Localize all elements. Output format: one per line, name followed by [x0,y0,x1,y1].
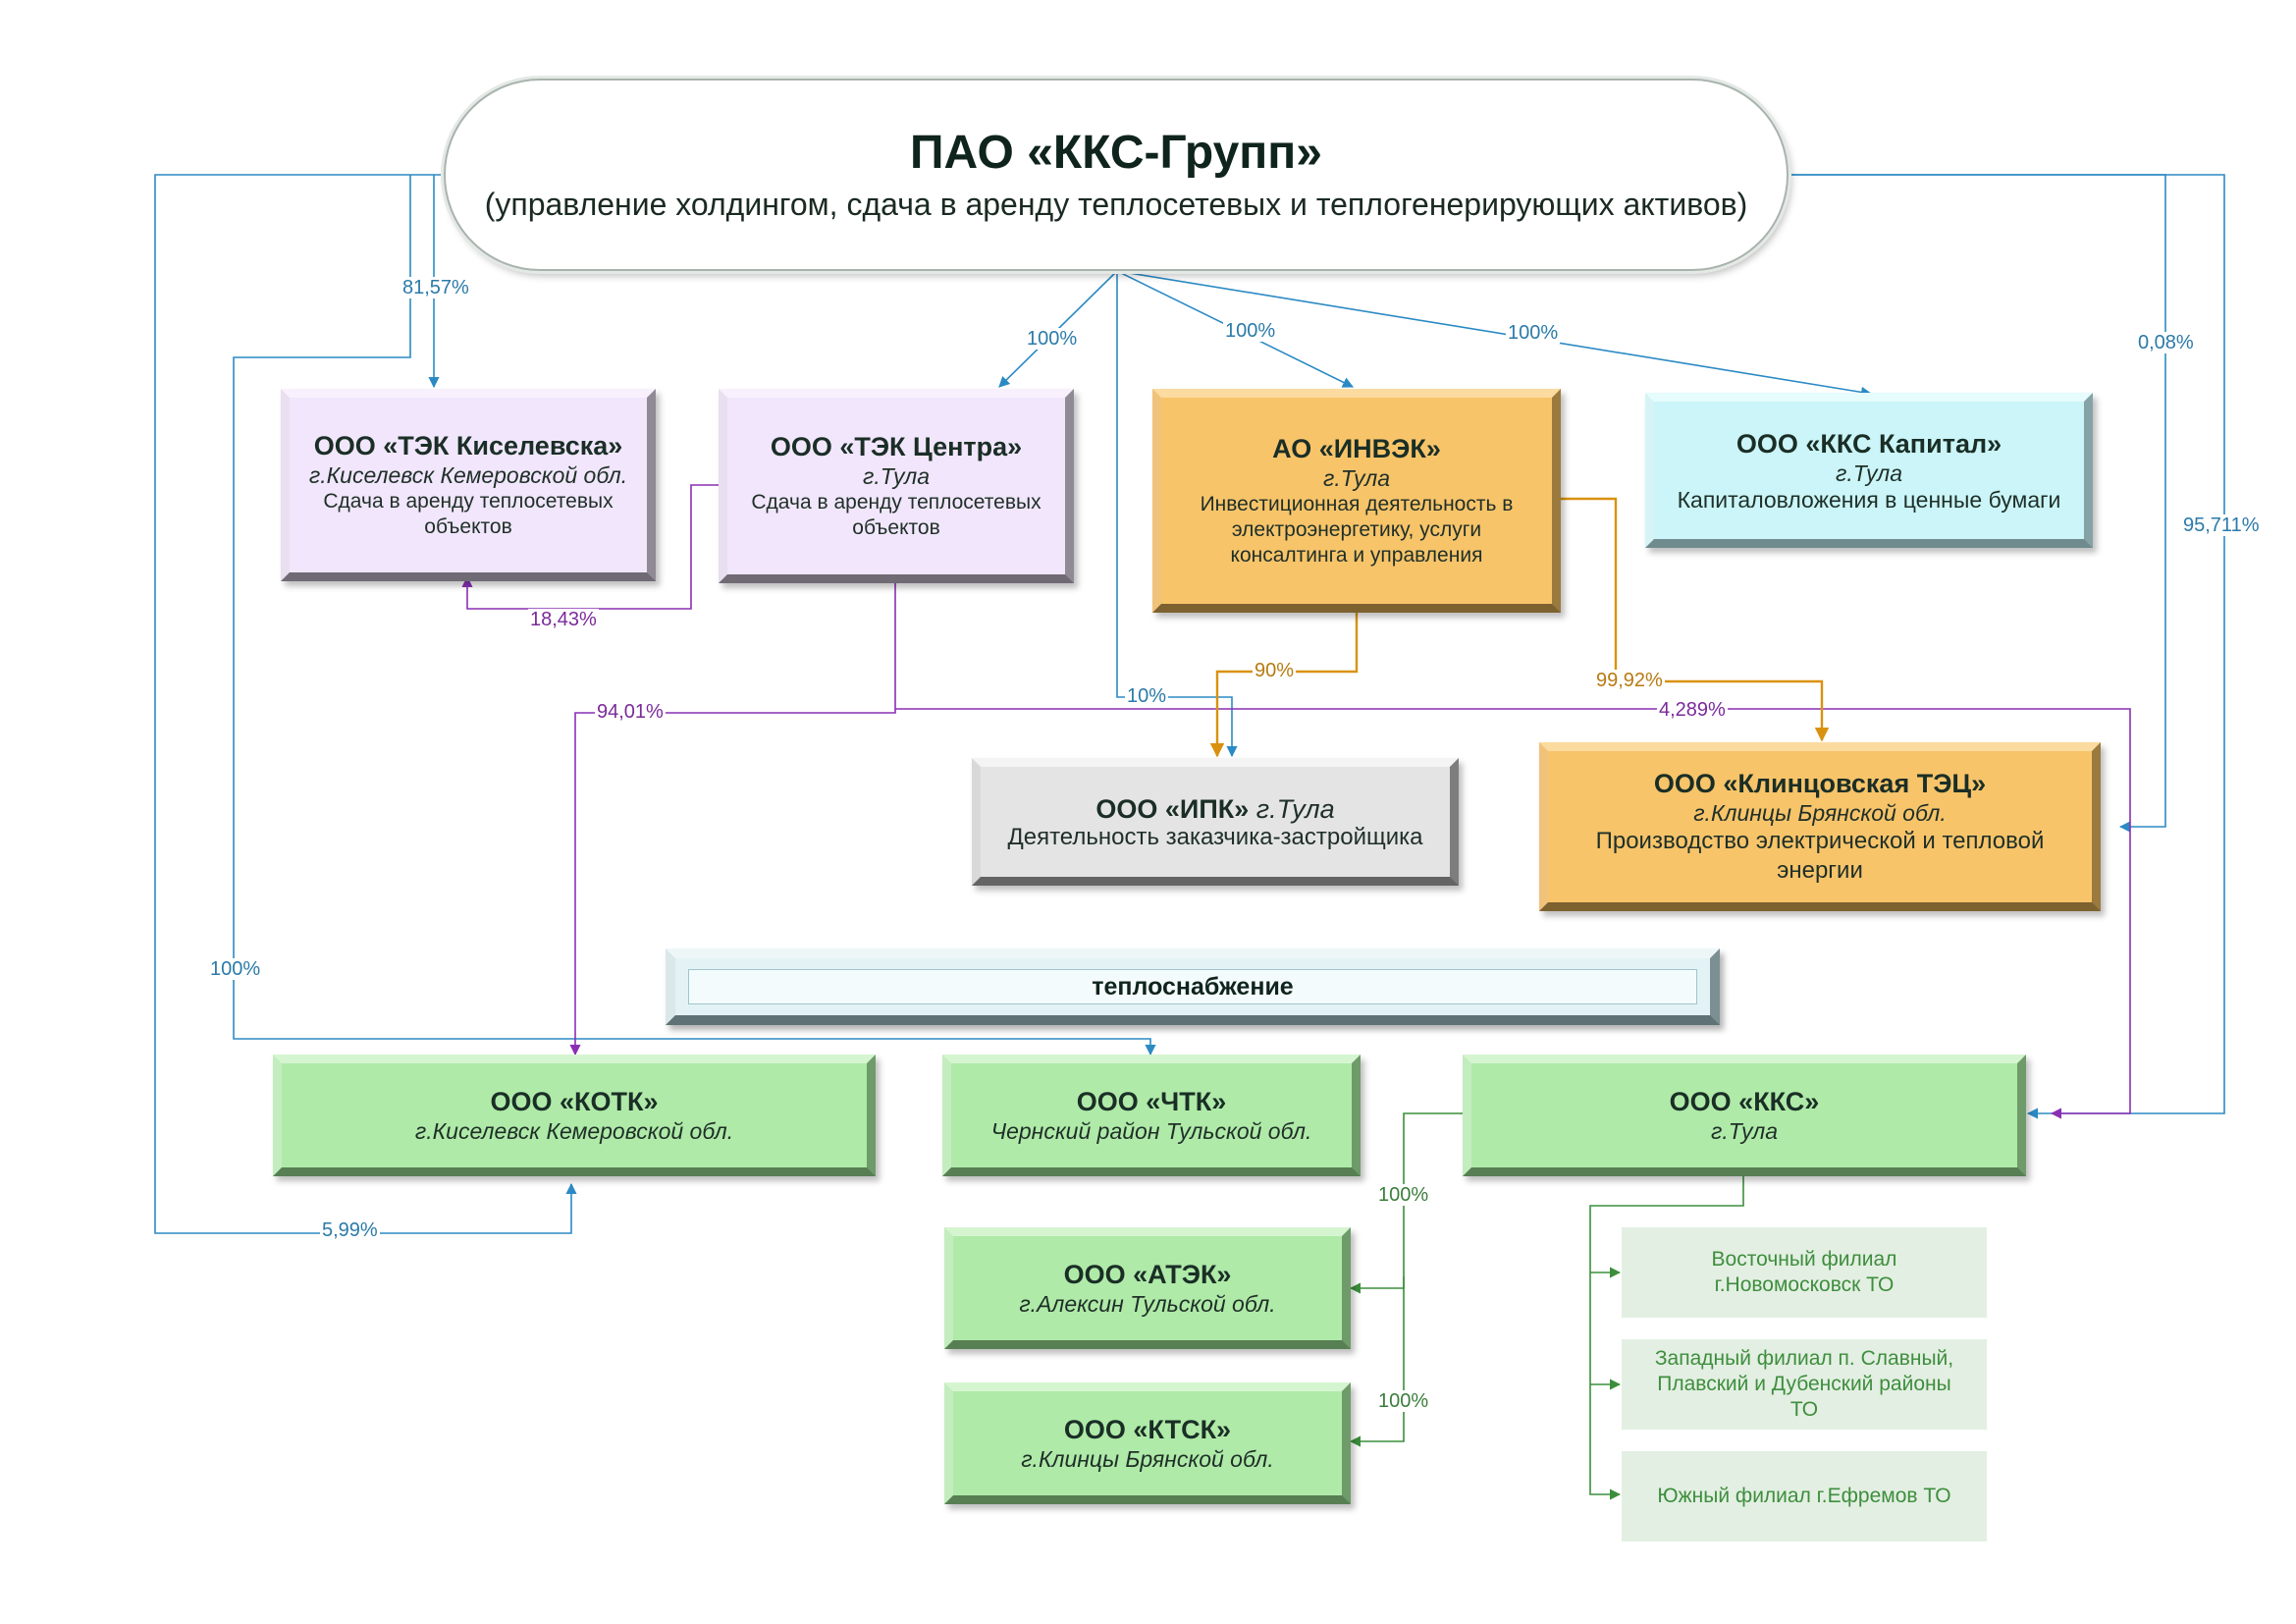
company-kks-capital: ООО «ККС Капитал» г.Тула Капиталовложени… [1645,393,2093,548]
company-city: г.Клинцы Брянской обл. [1021,1446,1274,1472]
company-city: Чернский район Тульской обл. [990,1118,1312,1144]
branch-label: Южный филиал г.Ефремов ТО [1657,1485,1951,1507]
line-invek-ipk [1209,613,1359,758]
company-name: АО «ИНВЭК» [1272,434,1441,463]
company-city: г.Тула [1322,465,1391,491]
pct-label: 99,92% [1594,670,1665,691]
head-company-name: ПАО «ККС-Групп» [910,127,1322,179]
pct-label: 4,289% [1657,699,1728,721]
line-head-left-outer [154,174,577,1234]
pct-label: 100% [1223,320,1278,342]
company-invek: АО «ИНВЭК» г.Тула Инвестиционная деятель… [1152,389,1561,613]
pct-label: 94,01% [595,701,666,723]
company-name: ООО «ТЭК Киселевска» [313,431,623,460]
head-company-description: (управление холдингом, сдача в аренду те… [484,187,1748,222]
company-city: г.Алексин Тульской обл. [1019,1291,1276,1317]
company-city: г.Тула [862,463,931,489]
company-city: г.Тула [1255,794,1335,824]
pct-label: 81,57% [400,277,471,298]
company-name: ООО «ККС» [1669,1087,1820,1116]
branch-east: Восточный филиал г.Новомосковск ТО [1622,1227,1987,1318]
company-name: ООО «КТСК» [1063,1415,1232,1444]
company-name: ООО «ТЭК Центра» [770,432,1023,461]
line-kks-branches [1589,1176,1744,1500]
company-desc: Деятельность заказчика-застройщика [1007,824,1423,850]
pct-label: 100% [208,958,263,980]
company-kotk: ООО «КОТК» г.Киселевск Кемеровской обл. [273,1055,876,1176]
pct-label: 10% [1125,685,1169,707]
company-name-text: ООО «ИПК» [1095,794,1250,824]
company-tek-centra: ООО «ТЭК Центра» г.Тула Сдача в аренду т… [719,389,1074,583]
company-tek-kiselevska: ООО «ТЭК Киселевска» г.Киселевск Кемеров… [281,389,656,581]
line-head-kks-capital [1116,270,1873,398]
company-city: г.Тула [1710,1118,1779,1144]
section-label: теплоснабжение [1092,972,1294,1001]
line-head-ipk [1116,271,1238,758]
branch-label: Западный филиал п. Славный, Плавский и Д… [1654,1347,1954,1421]
company-name: ООО «АТЭК» [1063,1260,1232,1289]
company-city: г.Киселевск Кемеровской обл. [308,462,628,488]
branch-south: Южный филиал г.Ефремов ТО [1622,1451,1987,1542]
section-banner-inner: теплоснабжение [688,969,1697,1004]
pct-label: 90% [1253,660,1297,681]
pct-label: 0,08% [2136,332,2196,353]
branch-west: Западный филиал п. Славный, Плавский и Д… [1622,1339,1987,1430]
line-tekcentra-kotk [569,583,896,1056]
company-name: ООО «Клинцовская ТЭЦ» [1653,769,1987,798]
company-kks: ООО «ККС» г.Тула [1463,1055,2026,1176]
pct-label: 18,43% [528,609,599,630]
company-desc: Капиталовложения в ценные бумаги [1677,487,2061,513]
pct-label: 95,711% [2181,514,2262,536]
pct-label: 100% [1376,1390,1431,1412]
pct-label: 5,99% [320,1219,380,1241]
company-desc: Инвестиционная деятельность в электроэне… [1200,493,1514,567]
company-name: ООО «ККС Капитал» [1735,429,2002,459]
head-company-box: ПАО «ККС-Групп» (управление холдингом, с… [444,79,1789,271]
pct-label: 100% [1025,328,1080,350]
pct-label: 100% [1376,1184,1431,1206]
branch-label: Восточный филиал г.Новомосковск ТО [1711,1248,1897,1296]
company-desc: Сдача в аренду теплосетевых объектов [751,491,1041,539]
company-desc: Сдача в аренду теплосетевых объектов [323,490,614,538]
company-city: г.Тула [1835,460,1903,486]
company-ktsk: ООО «КТСК» г.Клинцы Брянской обл. [944,1382,1351,1504]
company-chtk: ООО «ЧТК» Чернский район Тульской обл. [942,1055,1361,1176]
company-ipk: ООО «ИПК» г.Тула Деятельность заказчика-… [972,758,1459,886]
line-kks-ktsk [1349,1276,1405,1447]
company-name: ООО «КОТК» [490,1087,659,1116]
line-head-kks [1789,174,2225,1119]
company-city: г.Киселевск Кемеровской обл. [414,1118,734,1144]
company-atek: ООО «АТЭК» г.Алексин Тульской обл. [944,1227,1351,1349]
line-head-chtk [233,175,1156,1056]
line-tekcentra-kks [895,708,2131,1119]
line-tekcentra-tekkiselevska [461,484,719,610]
company-city: г.Клинцы Брянской обл. [1693,800,1947,826]
section-banner-heat-supply: теплоснабжение [666,948,1720,1025]
company-desc: Производство электрической и тепловой эн… [1595,828,2045,884]
company-name: ООО «ЧТК» [1076,1087,1227,1116]
pct-label: 100% [1506,322,1561,344]
company-name: ООО «ИПК» г.Тула [1095,793,1334,825]
company-klintsy-tec: ООО «Клинцовская ТЭЦ» г.Клинцы Брянской … [1539,742,2101,911]
